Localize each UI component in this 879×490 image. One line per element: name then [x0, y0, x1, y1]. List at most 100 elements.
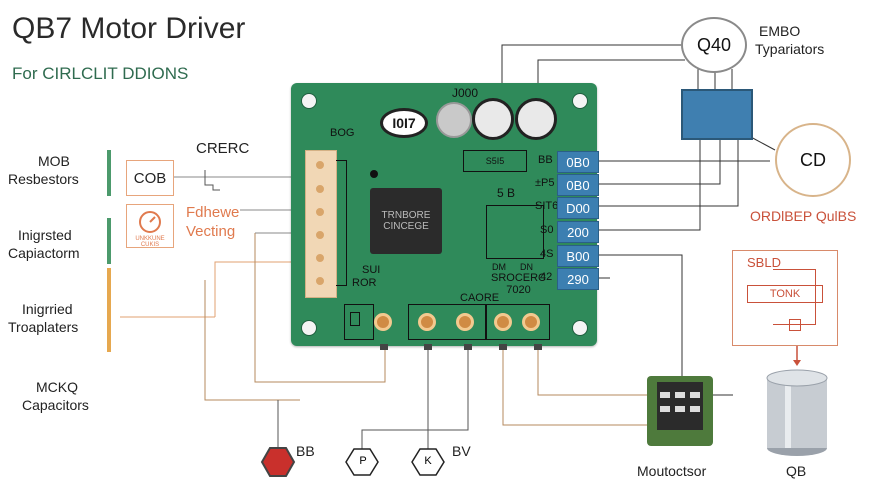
label-line: MOB: [38, 153, 70, 169]
label-line: SUI: [362, 264, 381, 276]
wire: [537, 59, 685, 83]
pin-label: 4S: [540, 248, 554, 260]
page-subtitle: For CIRLCLIT DDIONS: [12, 64, 189, 83]
dm-label: DM: [492, 262, 506, 272]
bog-label: BOG: [330, 127, 355, 139]
fdhewe-label: Fdhewe Vecting: [186, 203, 239, 241]
pin-box: 290: [557, 268, 599, 290]
sbld-node: [789, 319, 801, 331]
wire: [204, 170, 220, 191]
wire: [204, 280, 300, 401]
cylinder-highlight: [785, 378, 791, 448]
cob-box: COB: [126, 160, 174, 196]
moutoctsor-label: Moutoctsor: [637, 463, 707, 479]
sbld-title: SBLD: [747, 255, 781, 270]
mount-hole: [301, 320, 317, 336]
crerc-label: CRERC: [196, 140, 250, 157]
divider: [107, 218, 111, 264]
k-label: K: [424, 455, 432, 467]
pin-label: SIT6: [535, 200, 559, 212]
wire: [597, 136, 701, 231]
cd-component: CD: [775, 123, 851, 197]
q40-component: Q40: [681, 17, 747, 73]
label-capacitors-2: MCKQ Capacitors: [22, 378, 89, 414]
pin-label: ±P5: [535, 177, 555, 189]
sroc-label: SROCERC 7020: [491, 272, 546, 296]
label-line: Capacitors: [22, 397, 89, 413]
p-label: P: [359, 455, 367, 467]
caore-label: CAORE: [460, 292, 500, 304]
label-line: 7020: [506, 284, 531, 296]
label-line: MCKQ: [36, 379, 78, 395]
pin-box: 0B0: [557, 151, 599, 173]
wire: [214, 261, 300, 317]
resistor-array: S5I5: [463, 150, 527, 172]
capacitor: [472, 98, 514, 140]
sbld-inner: TONK: [747, 285, 823, 303]
potentiometer: [436, 102, 472, 138]
chip-text: TRNBORE: [381, 210, 431, 221]
wire: [597, 254, 683, 380]
terminal-block: [344, 304, 374, 340]
label-line: Inigrsted: [18, 227, 72, 243]
label-line: Vecting: [186, 223, 236, 240]
terminal-screw: [456, 313, 474, 331]
label-line: ROR: [352, 277, 377, 289]
header-pin: [313, 251, 327, 265]
page-title: QB7 Motor Driver: [12, 12, 246, 45]
chip-text: CINCEGE: [383, 221, 429, 232]
bb-label: BB: [296, 443, 315, 459]
pin-label: S0: [540, 224, 554, 236]
arrow-icon: [793, 360, 801, 366]
label-line: Fdhewe: [186, 204, 240, 221]
header-pin: [313, 274, 327, 288]
divider: [107, 268, 111, 352]
motor-pads: [660, 392, 700, 422]
sui-label: SUI ROR: [352, 264, 380, 290]
pin-leg: [534, 344, 542, 350]
pin-leg: [380, 344, 388, 350]
header-pin: [313, 182, 327, 196]
timer-icon: [139, 211, 161, 233]
pin-label: 42: [540, 271, 553, 283]
p-hex-icon: [345, 448, 379, 476]
pin-leg: [499, 344, 507, 350]
label-capacitors-1: Inigrsted Capiactorm: [8, 226, 80, 262]
label-5b: 5 B: [497, 186, 516, 200]
capacitor: [515, 98, 557, 140]
label-line: Capiactorm: [8, 245, 80, 261]
dot: [370, 170, 378, 178]
terminal-block: [486, 304, 550, 340]
mount-hole: [572, 320, 588, 336]
bv-label: BV: [452, 443, 471, 459]
sbld-schematic: SBLD TONK: [732, 250, 838, 346]
embo-label: EMBO Typariators: [755, 22, 824, 58]
header-pin: [313, 158, 327, 172]
sbld-trace: [773, 269, 816, 325]
cylinder-body: [767, 378, 827, 448]
wire: [361, 346, 469, 455]
pin-leg: [464, 344, 472, 350]
transistor-pack: [681, 89, 753, 140]
inductor-outline: [486, 205, 544, 259]
wire: [254, 233, 386, 383]
terminal-screw: [374, 313, 392, 331]
terminal-screw: [522, 313, 540, 331]
bb-hex-icon: [260, 447, 296, 477]
pin-box: B00: [557, 245, 599, 267]
board-top-label: J000: [452, 86, 479, 100]
label-transistors: Inigrried Troaplaters: [8, 300, 78, 336]
label-resistors: MOB Resbestors: [8, 152, 79, 188]
cylinder-top: [766, 369, 828, 387]
icon-caption: UNKKUNE CUKIS: [135, 236, 165, 248]
pin-leg: [424, 344, 432, 350]
terminal-block: [408, 304, 486, 340]
terminal-slot: [350, 312, 360, 326]
bracket: [336, 160, 347, 286]
label-line: SROCERC: [491, 272, 547, 284]
logo: I0I7: [380, 108, 428, 138]
terminal-screw: [418, 313, 436, 331]
label-line: EMBO: [759, 23, 801, 39]
